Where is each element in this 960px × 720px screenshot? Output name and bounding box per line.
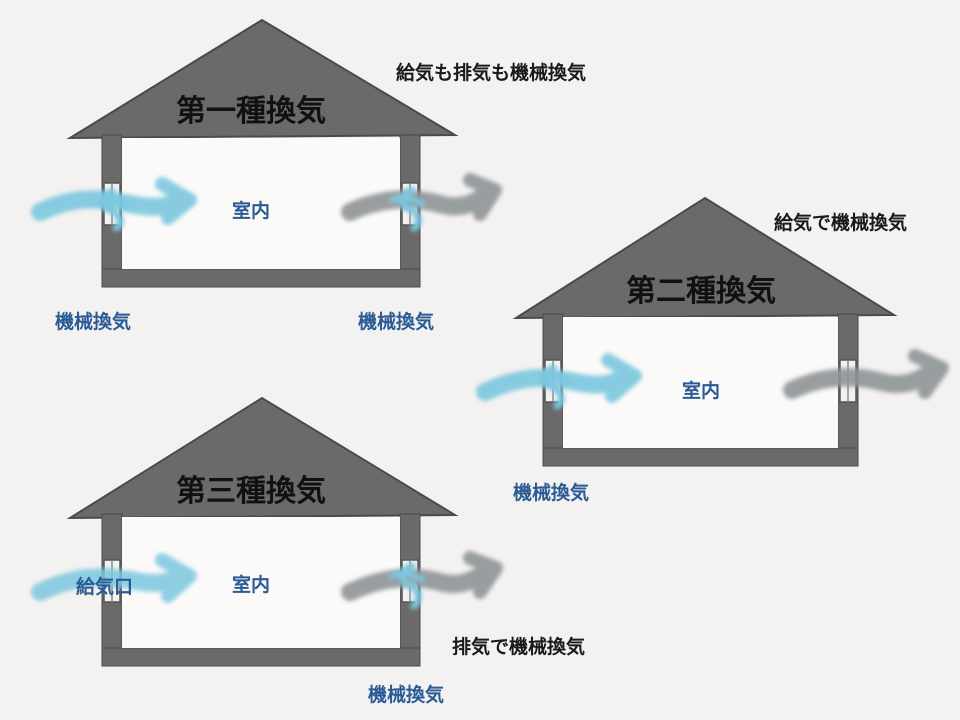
- fan-icon: [97, 188, 129, 232]
- exhaust-air-arrow: [341, 551, 503, 601]
- room-label-type1: 室内: [232, 200, 271, 222]
- floor: [101, 647, 421, 667]
- exhaust-air-arrow: [783, 349, 949, 399]
- fan-icon: [538, 364, 571, 410]
- caption-type2: 給気で機械換気: [774, 212, 908, 234]
- supply-air-arrow: [31, 553, 197, 603]
- caption-type1: 給気も排気も機械換気: [396, 62, 587, 84]
- roof: [66, 396, 459, 520]
- floor: [542, 447, 859, 467]
- room-label-type2: 室内: [682, 380, 721, 402]
- roof: [66, 18, 459, 140]
- fan-icon: [389, 562, 425, 610]
- roof: [512, 196, 898, 320]
- house-type1: [31, 18, 502, 288]
- inlet-label-type3: 給気口: [76, 576, 134, 598]
- house-type2: [476, 196, 949, 467]
- exhaust-air-arrow: [341, 173, 502, 221]
- title-type1: 第一種換気: [176, 94, 326, 129]
- supply-air-arrow: [31, 177, 197, 225]
- caption-type3: 排気で機械換気: [452, 636, 586, 658]
- title-type3: 第三種換気: [176, 474, 326, 509]
- left-label-type2: 機械換気: [513, 482, 590, 504]
- house-type3: [31, 396, 503, 667]
- floor: [101, 268, 421, 288]
- right-label-type1: 機械換気: [358, 311, 435, 333]
- left-label-type1: 機械換気: [55, 311, 132, 333]
- fan-icon: [389, 186, 425, 232]
- supply-air-arrow: [476, 353, 642, 403]
- right-label-type3: 機械換気: [368, 684, 445, 706]
- title-type2: 第二種換気: [626, 274, 776, 309]
- room-label-type3: 室内: [232, 574, 271, 596]
